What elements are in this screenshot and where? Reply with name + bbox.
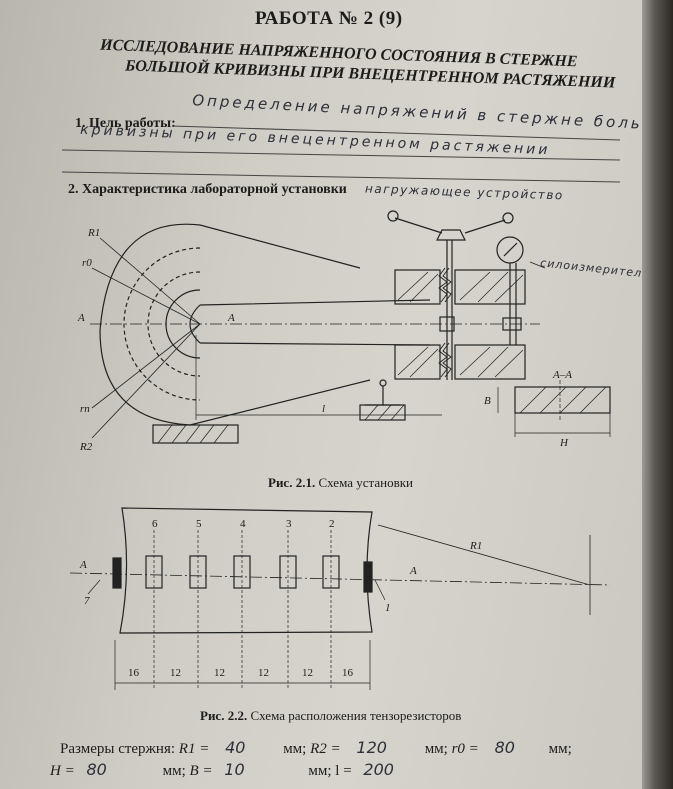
goal-label: 1. Цель работы: bbox=[75, 116, 176, 131]
figure2-gauge-layout bbox=[69, 507, 611, 690]
upper-grip-left bbox=[394, 269, 441, 305]
upper-grip-right bbox=[454, 269, 526, 305]
end-number-7: 7 bbox=[84, 595, 90, 607]
goal-ruled-lines bbox=[61, 125, 621, 183]
R1-value: 40 bbox=[225, 738, 246, 757]
rod-outline bbox=[199, 299, 431, 346]
curved-bar-contour bbox=[99, 223, 371, 426]
spacing-1: 16 bbox=[128, 667, 140, 679]
loader-nut-icon bbox=[436, 229, 466, 241]
page-title: РАБОТА № 2 (9) bbox=[255, 8, 403, 29]
strip-outline bbox=[119, 507, 373, 634]
dimensions-line1: Размеры стержня: R1 = 40 мм; R2 = 120 мм… bbox=[60, 738, 572, 757]
gauge-number-5: 5 bbox=[196, 518, 202, 530]
spacing-2: 12 bbox=[170, 667, 181, 679]
fig2-label-A-left: A bbox=[79, 559, 87, 571]
gauge-number-3: 3 bbox=[286, 518, 292, 530]
end-gauge-left bbox=[112, 557, 122, 589]
r0-value: 80 bbox=[494, 738, 515, 757]
label-B: B bbox=[484, 395, 491, 407]
gauge-number-4: 4 bbox=[240, 518, 246, 530]
label-H: H bbox=[559, 437, 569, 449]
end-gauge-right bbox=[363, 561, 373, 593]
label-R2: R2 bbox=[79, 441, 93, 453]
label-section: A–A bbox=[552, 369, 572, 381]
lower-grip-right bbox=[454, 344, 526, 380]
figure1-setup-scheme bbox=[90, 210, 611, 444]
fig2-label-A-right: A bbox=[409, 565, 417, 577]
gauge-number-6: 6 bbox=[152, 518, 158, 530]
section-A-A bbox=[514, 386, 611, 414]
end-number-1: 1 bbox=[385, 602, 391, 614]
label-rn: rn bbox=[80, 403, 90, 415]
lower-grip-left bbox=[394, 344, 441, 380]
spacing-3: 12 bbox=[214, 667, 225, 679]
book-edge bbox=[642, 0, 673, 789]
figures-drawing: R1 r0 rn R2 A A l A–A B H bbox=[61, 125, 621, 690]
setup-label: 2. Характеристика лабораторной установки bbox=[68, 182, 347, 197]
handle-knob-right-icon bbox=[502, 212, 514, 224]
spacing-5: 12 bbox=[302, 667, 313, 679]
handle-knob-left-icon bbox=[387, 210, 399, 222]
left-base bbox=[152, 424, 239, 444]
H-value: 80 bbox=[86, 760, 107, 779]
fig2-label-R1: R1 bbox=[469, 540, 482, 552]
figure2-labels: 6 5 4 3 2 7 1 A A R1 16 12 12 12 12 16 bbox=[79, 518, 482, 679]
figure1-caption: Рис. 2.1. Схема установки bbox=[268, 475, 413, 490]
label-l: l bbox=[322, 403, 325, 415]
R2-value: 120 bbox=[356, 738, 387, 757]
dimensions-line2: H = 80 мм; B = 10 мм; l = 200 bbox=[50, 760, 394, 779]
label-A-mid: A bbox=[227, 312, 235, 324]
right-support bbox=[359, 404, 406, 421]
label-R1: R1 bbox=[87, 227, 100, 239]
label-r0: r0 bbox=[82, 257, 92, 269]
gauge-number-2: 2 bbox=[329, 518, 335, 530]
B-value: 10 bbox=[224, 760, 245, 779]
spacing-4: 12 bbox=[258, 667, 269, 679]
l-value: 200 bbox=[363, 760, 394, 779]
coupling-box bbox=[439, 316, 455, 332]
figure2-caption: Рис. 2.2. Схема расположения тензорезист… bbox=[200, 708, 462, 723]
arc-r0 bbox=[123, 247, 201, 401]
label-A-left: A bbox=[77, 312, 85, 324]
spacing-6: 16 bbox=[342, 667, 354, 679]
figure1-labels: R1 r0 rn R2 A A l A–A B H bbox=[77, 227, 572, 453]
